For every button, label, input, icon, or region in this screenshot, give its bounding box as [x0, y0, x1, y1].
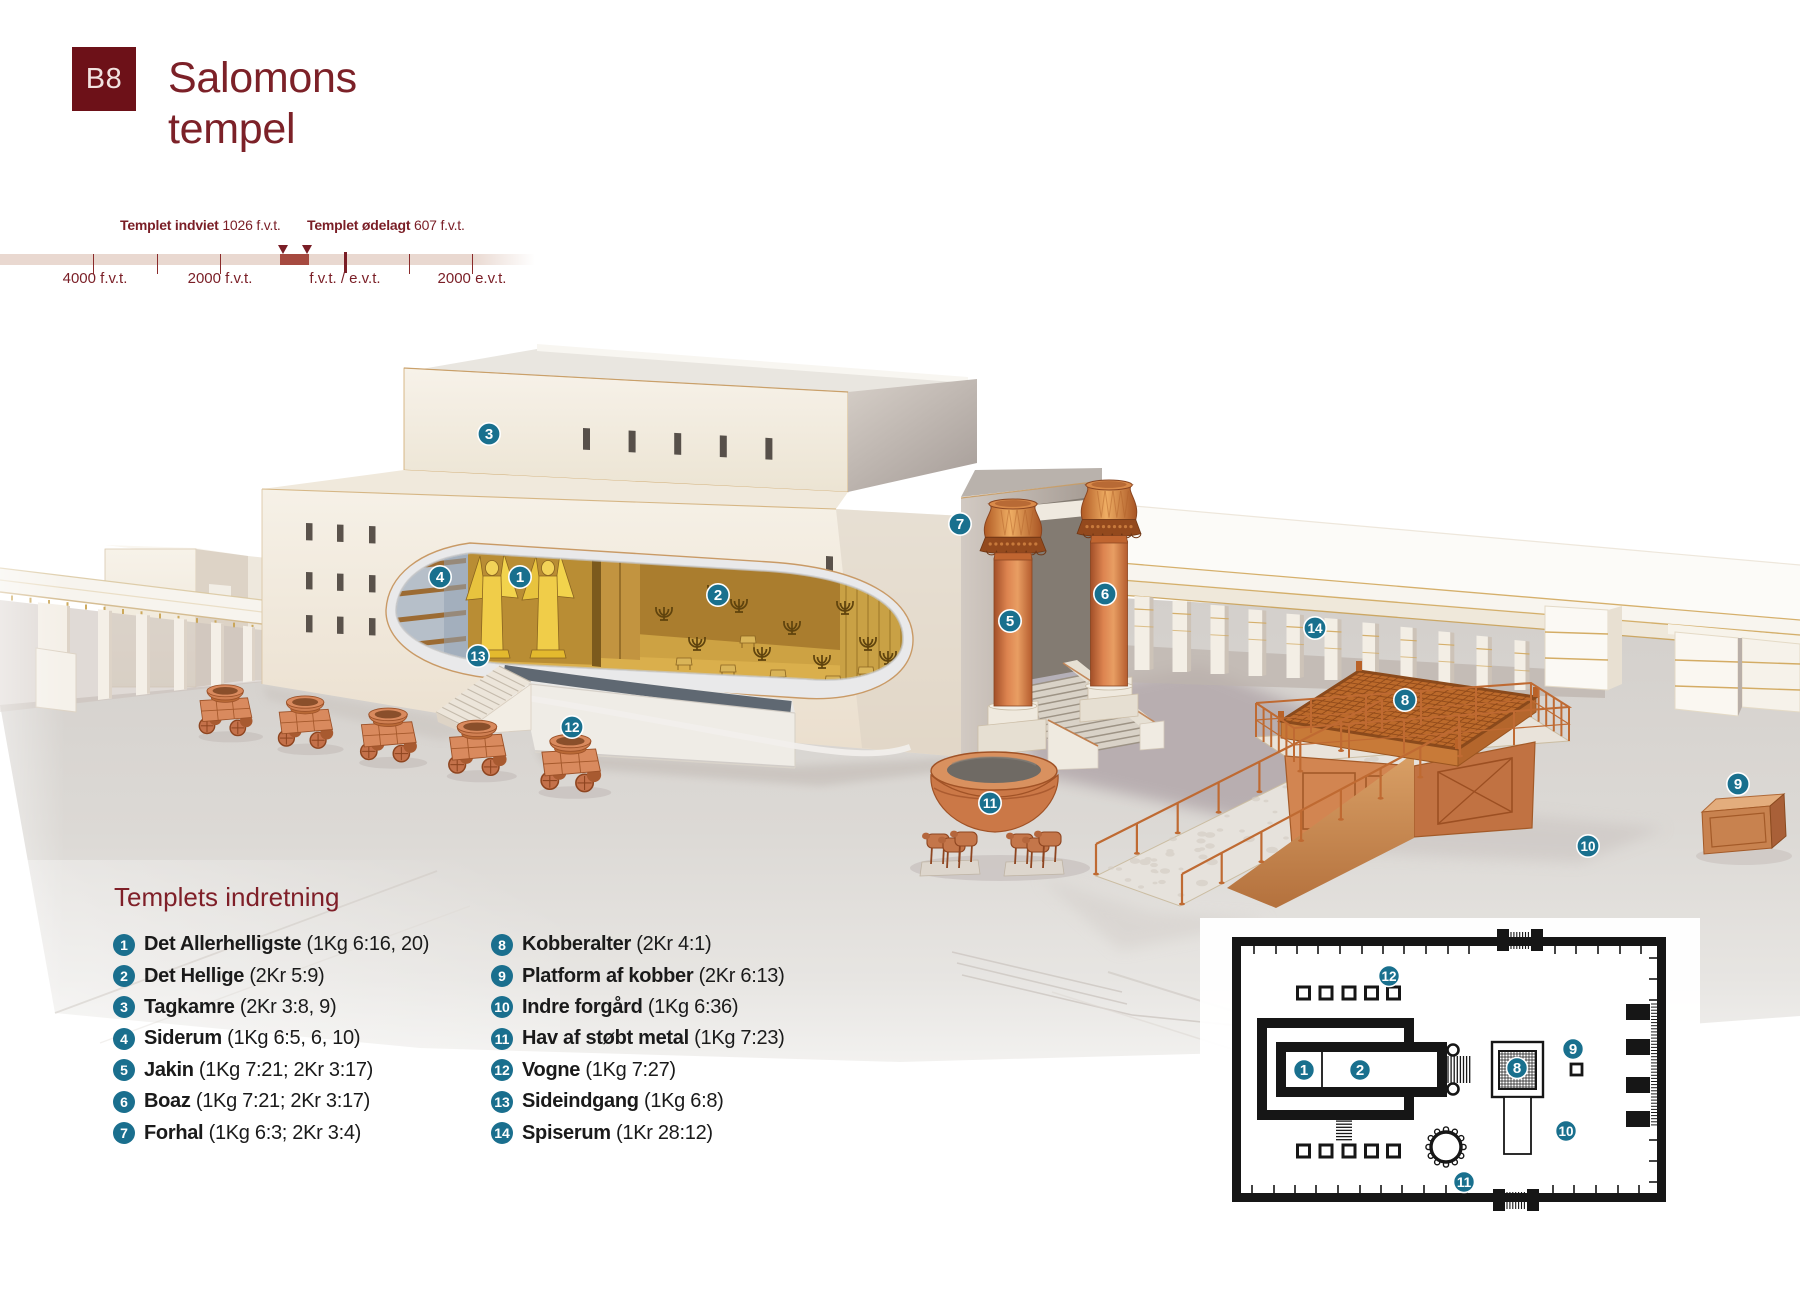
svg-text:3: 3 [485, 426, 493, 443]
svg-text:8: 8 [1513, 1060, 1521, 1077]
svg-text:13: 13 [470, 649, 486, 664]
svg-text:1: 1 [1300, 1062, 1308, 1079]
svg-text:12: 12 [1381, 969, 1396, 984]
svg-text:8: 8 [1401, 692, 1409, 709]
svg-text:10: 10 [1580, 839, 1595, 854]
svg-text:10: 10 [1558, 1124, 1573, 1139]
svg-text:11: 11 [983, 796, 998, 811]
svg-text:9: 9 [1734, 776, 1742, 793]
svg-text:5: 5 [1006, 613, 1014, 630]
svg-text:6: 6 [1101, 586, 1109, 603]
svg-text:12: 12 [564, 720, 579, 735]
svg-text:2: 2 [1356, 1062, 1364, 1079]
svg-text:9: 9 [1569, 1041, 1577, 1058]
svg-text:2: 2 [714, 587, 722, 604]
svg-text:11: 11 [1457, 1175, 1472, 1190]
svg-text:1: 1 [516, 569, 524, 586]
svg-text:4: 4 [436, 569, 445, 586]
svg-text:14: 14 [1307, 621, 1323, 636]
svg-text:7: 7 [956, 516, 964, 533]
